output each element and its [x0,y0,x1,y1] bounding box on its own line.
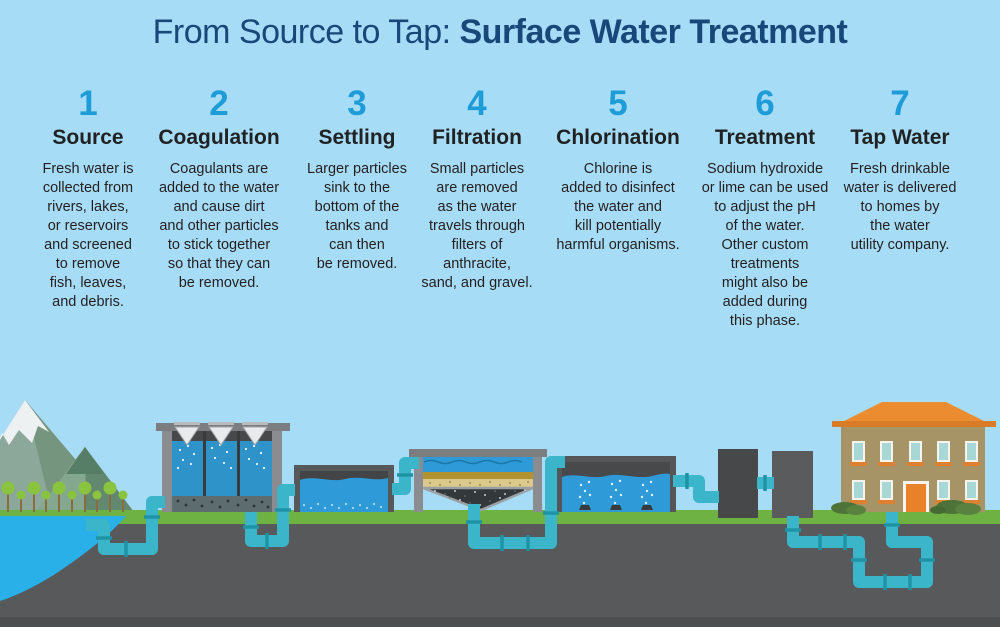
step-number: 3 [347,84,367,123]
step-heading: Treatment [714,126,816,149]
step-heading: Chlorination [556,126,680,149]
step-number: 1 [78,84,98,123]
step-heading: Filtration [432,126,522,149]
step-column-tap-water: 7 Tap Water Fresh drinkable water is del… [825,86,975,255]
roof [832,402,996,427]
step-number: 5 [608,84,628,123]
ground-lower-band [0,617,1000,627]
coagulation-tank [156,422,290,512]
step-column-filtration: 4 Filtration Small particles are removed… [402,86,552,293]
step-heading: Tap Water [850,126,950,149]
step-description: Small particles are removed as the water… [421,161,533,291]
step-description: Larger particles sink to the bottom of t… [307,161,407,272]
trees [1,481,128,512]
intake-pipe [86,496,165,555]
step-column-treatment: 6 Treatment Sodium hydroxide or lime can… [675,86,855,331]
step-column-coagulation: 2 Coagulation Coagulants are added to th… [134,86,304,293]
pipe-coagulation-to-settling [245,484,295,547]
step-heading: Settling [318,126,396,149]
chlorination-tank [556,456,676,512]
step-description: Fresh drinkable water is delivered to ho… [843,161,957,253]
step-column-chlorination: 5 Chlorination Chlorine is added to disi… [528,86,708,255]
step-description: Sodium hydroxide or lime can be used to … [701,161,829,329]
pipe-to-house [787,511,933,588]
step-number: 2 [209,84,229,123]
step-number: 4 [467,84,487,123]
step-description: Coagulants are added to the water and ca… [158,161,280,291]
front-door [903,481,929,512]
source-lake [0,516,126,601]
step-heading: Source [52,126,124,149]
treatment-tanks [718,449,813,518]
step-heading: Coagulation [158,126,280,149]
house [831,402,996,515]
step-description: Chlorine is added to disinfect the water… [556,161,680,253]
treatment-scene-illustration [0,400,1000,627]
title-bold: Surface Water Treatment [459,13,848,51]
step-column-settling: 3 Settling Larger particles sink to the … [282,86,432,274]
pipe-chlorination-to-treatment [673,475,719,503]
lower-windows [850,480,980,504]
step-number: 6 [755,84,775,123]
pipe-couplings [96,473,935,590]
step-number: 7 [890,84,910,123]
settling-tank [294,465,394,512]
step-description: Fresh water is collected from rivers, la… [42,161,134,310]
step-column-source: 1 Source Fresh water is collected from r… [13,86,163,312]
bushes [831,500,981,515]
filtration-tank [409,449,547,512]
upper-windows [850,441,980,466]
title-regular: From Source to Tap: [152,13,460,51]
coagulant-funnels [174,422,268,446]
pipe-filtration-to-chlorination [468,456,565,549]
page-title: From Source to Tap: Surface Water Treatm… [0,13,1000,52]
